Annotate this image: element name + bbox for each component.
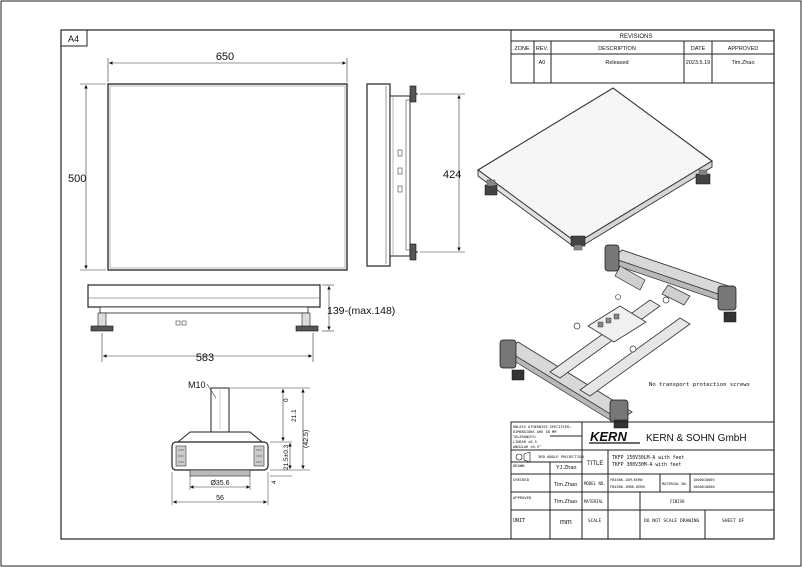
tolerance-line-1: DIMENSIONS ARE IN MM <box>513 430 557 434</box>
approved-label: APPROVED <box>513 495 532 500</box>
approved-name: Tim.Zhao <box>554 499 577 505</box>
model-value-1: FB450K-1M06-KERN <box>610 485 645 489</box>
model-value-0: FB450K-1SM-KERN <box>610 478 642 482</box>
model-label: MODEL NO. <box>584 481 606 486</box>
finish-label: FINISH <box>670 499 685 504</box>
dim-height: 139-(max.148) <box>327 305 395 317</box>
side-view: 424 <box>366 83 465 267</box>
scale-note: DO NOT SCALE DRAWING <box>644 518 700 524</box>
material-no-label: MATERIAL NO. <box>662 482 688 486</box>
sheet-size-text: A4 <box>68 34 79 44</box>
unit-label: UNIT <box>513 518 525 524</box>
tolerance-line-4: ANGULAR ±0.5° <box>513 445 541 449</box>
drawn-label: DRAWN <box>513 463 525 468</box>
projection-label: 3RD ANGLE PROJECTION <box>538 454 584 459</box>
company-name: KERN & SOHN GmbH <box>646 433 747 444</box>
foot-detail: M10 Ø35.6 56 0 21.1 21.5±0.3 (42.5) 4 <box>171 380 310 505</box>
svg-text:KERN: KERN <box>590 429 627 444</box>
title-block: UNLESS OTHERWISE SPECIFIED: DIMENSIONS A… <box>510 421 775 540</box>
company-logo: KERN <box>589 429 640 444</box>
title-label: TITLE <box>587 461 603 467</box>
rev-row-approved: Tim.Zhao <box>731 60 754 66</box>
sheet-label: SHEET OF <box>722 518 744 524</box>
rev-header-zone: ZONE <box>514 46 530 52</box>
top-view: 650 500 <box>68 51 348 271</box>
rev-header-approved: APPROVED <box>728 46 759 52</box>
rev-header-date: DATE <box>691 46 706 52</box>
transport-note: No transport protection screws <box>649 382 750 388</box>
dim-foot-h3: (42.5) <box>303 430 310 448</box>
dim-width: 650 <box>216 51 234 63</box>
rev-row-description: Released <box>605 60 628 66</box>
dim-foot-thread: M10 <box>188 380 206 390</box>
scale-label: SCALE <box>588 518 602 524</box>
projection-icon <box>515 451 531 463</box>
isometric-platform <box>477 87 713 251</box>
dim-depth: 500 <box>68 173 86 185</box>
tolerance-line-3: LINEAR ±0.5 <box>513 440 537 444</box>
dim-foot-h1: 21.1 <box>291 409 298 422</box>
isometric-frame: No transport protection screws <box>499 244 750 429</box>
unit-value: mm <box>560 519 572 526</box>
revisions-table: REVISIONS ZONE REV. DESCRIPTION DATE APP… <box>510 29 775 84</box>
dim-foot-base: Ø35.6 <box>210 480 229 487</box>
dim-side-depth: 424 <box>443 169 461 181</box>
checked-name: Tim.Zhao <box>554 482 577 488</box>
dim-foot-h4: 4 <box>272 480 278 484</box>
rev-header-rev: REV. <box>536 46 549 52</box>
tolerance-line-0: UNLESS OTHERWISE SPECIFIED: <box>513 425 571 429</box>
dim-foot-h2: 21.5±0.3 <box>283 444 290 470</box>
tolerance-line-2: TOLERANCES: <box>513 435 537 439</box>
dim-foot-h0: 0 <box>283 398 290 402</box>
material-no-value-0: 1000010005 <box>693 478 715 482</box>
rev-header-description: DESCRIPTION <box>598 46 636 52</box>
checked-label: CHECKED <box>513 477 530 482</box>
sheet-size-tag: A4 <box>60 29 88 47</box>
drawn-name: YJ.Zhao <box>556 465 576 471</box>
title-line-1: TKFP 300V30M-A with feet <box>612 462 681 468</box>
rev-row-rev: A0 <box>539 60 546 66</box>
front-view: 583 139-(max.148) <box>87 284 395 364</box>
revisions-title: REVISIONS <box>620 34 653 40</box>
inner-frame <box>60 29 775 540</box>
dim-feet-spacing: 583 <box>196 352 214 364</box>
dim-foot-width: 56 <box>216 495 224 502</box>
material-no-value-1: 1000010006 <box>693 485 715 489</box>
material-label: MATERIAL <box>584 499 604 504</box>
title-line-0: TKFP 150V30LM-A with feet <box>612 455 684 461</box>
rev-row-date: 2023.5.19 <box>686 60 710 66</box>
